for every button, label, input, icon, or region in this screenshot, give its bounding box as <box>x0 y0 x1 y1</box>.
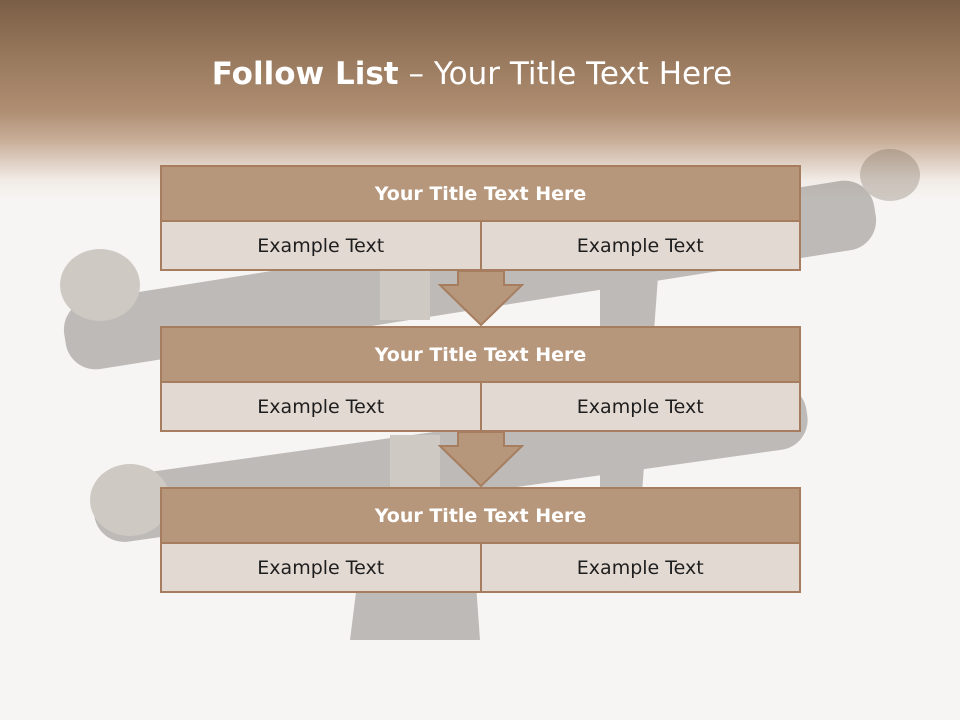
step-2-left-text: Example Text <box>162 383 480 430</box>
step-title-1: Your Title Text Here <box>160 165 801 222</box>
down-arrow-1 <box>438 271 524 327</box>
down-arrow-2 <box>438 432 524 488</box>
step-row-2: Example Text Example Text <box>160 383 801 432</box>
slide-title-bold: Follow List <box>211 56 399 92</box>
step-box-3: Your Title Text Here Example Text Exampl… <box>160 487 801 593</box>
step-3-right-text: Example Text <box>479 544 799 591</box>
slide-title-rest: – Your Title Text Here <box>408 56 733 92</box>
step-title-2: Your Title Text Here <box>160 326 801 383</box>
slide-title: Follow List – Your Title Text Here <box>0 54 944 94</box>
step-row-1: Example Text Example Text <box>160 222 801 271</box>
step-title-3: Your Title Text Here <box>160 487 801 544</box>
step-1-left-text: Example Text <box>162 222 480 269</box>
step-2-right-text: Example Text <box>479 383 799 430</box>
step-row-3: Example Text Example Text <box>160 544 801 593</box>
step-box-1: Your Title Text Here Example Text Exampl… <box>160 165 801 271</box>
step-box-2: Your Title Text Here Example Text Exampl… <box>160 326 801 432</box>
step-1-right-text: Example Text <box>479 222 799 269</box>
step-3-left-text: Example Text <box>162 544 480 591</box>
